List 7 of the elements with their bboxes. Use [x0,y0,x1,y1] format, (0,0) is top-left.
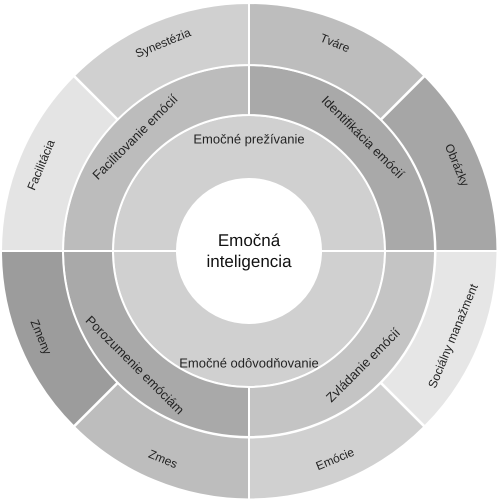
segment-label: Emočné prežívanie [193,132,305,146]
segment-label: Tváre [318,30,352,56]
segment-label: Zmes [146,446,180,472]
segment-label: Emočné odôvodňovanie [179,356,319,370]
segment-label: Zmeny [28,317,55,357]
segment-label: Emócie [314,444,356,473]
center-label: Emočná inteligencia [205,230,293,272]
